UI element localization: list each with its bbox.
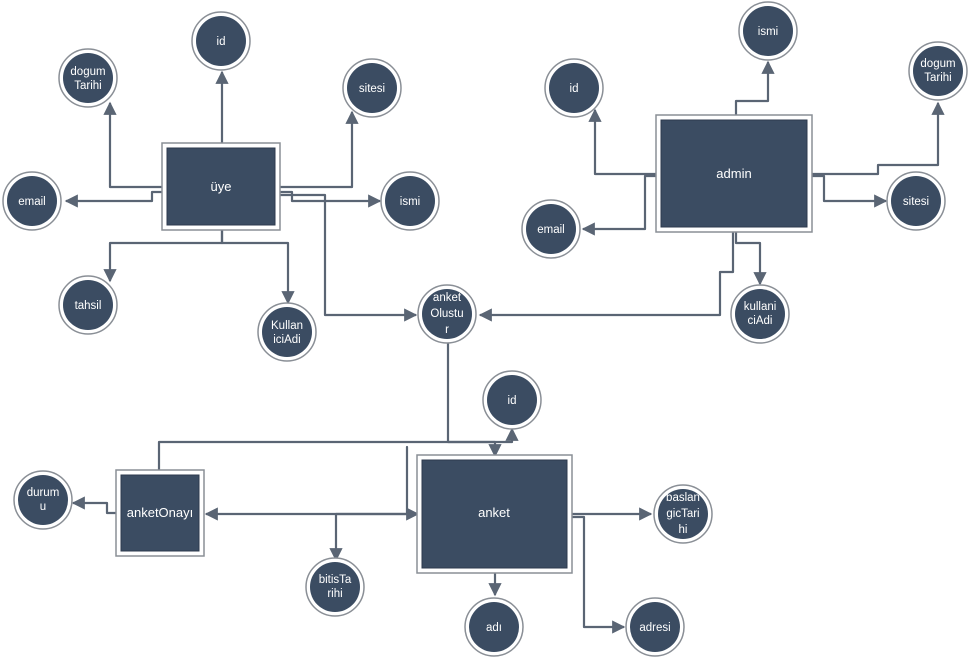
attr-uye-tahsil[interactable]: tahsil xyxy=(58,275,118,335)
attr-admin-ismi[interactable]: ismi xyxy=(738,1,798,61)
connector-admin-kullaniciadi xyxy=(734,230,767,286)
attr-uye-id-label: id xyxy=(217,36,226,48)
attr-uye-id[interactable]: id xyxy=(191,11,251,71)
entity-uye-label: üye xyxy=(211,179,232,194)
relation-anket-olustur[interactable]: anket Olustu r xyxy=(417,284,477,344)
entity-uye[interactable]: üye xyxy=(161,142,281,231)
connector-admin-anket-olustur xyxy=(478,230,735,322)
attr-admin-sitesi[interactable]: sitesi xyxy=(886,171,946,231)
attr-admin-sitesi-label: sitesi xyxy=(903,196,929,208)
relation-anket-olustur-line3: r xyxy=(445,324,449,336)
connector-uye-kullaniciadi xyxy=(220,230,295,305)
attr-baslangic-tarihi-line1: baslan xyxy=(666,492,700,504)
attr-admin-dogum-tarihi-line2: Tarihi xyxy=(924,72,951,84)
connector-anket-onayi-anket-id xyxy=(157,427,519,471)
attr-adi[interactable]: adı xyxy=(464,597,524,657)
attr-bitis-tarihi-line1: bitisTa xyxy=(319,574,352,586)
attr-uye-sitesi[interactable]: sitesi xyxy=(342,58,402,118)
relation-anket-olustur-line2: Olustu xyxy=(430,308,463,320)
attr-durumu-line2: u xyxy=(40,501,46,513)
connector-anket-adresi xyxy=(572,515,626,634)
attr-adi-label: adı xyxy=(486,622,502,634)
attr-uye-kullanici-adi[interactable]: Kullan iciAdi xyxy=(257,302,317,362)
attr-uye-ismi[interactable]: ismi xyxy=(380,171,440,231)
connector-admin-id xyxy=(588,108,658,176)
connector-uye-sitesi xyxy=(280,110,359,189)
attr-baslangic-tarihi-line3: hi xyxy=(679,524,688,536)
attr-uye-kullanici-adi-line1: Kullan xyxy=(271,320,303,332)
attr-admin-dogum-tarihi-line1: dogum xyxy=(920,58,955,70)
attr-uye-sitesi-label: sitesi xyxy=(359,83,385,95)
attr-admin-kullanici-adi-line1: kullani xyxy=(744,301,777,313)
connector-uye-anket-olustur xyxy=(280,193,418,322)
attr-baslangic-tarihi[interactable]: baslan gicTari hi xyxy=(653,484,713,544)
connector-uye-tahsil xyxy=(103,230,224,283)
attr-uye-dogum-tarihi[interactable]: dogum Tarihi xyxy=(58,48,118,108)
connector-admin-sitesi xyxy=(812,174,888,208)
attr-uye-ismi-label: ismi xyxy=(400,196,420,208)
connector-admin-dogum-tarihi xyxy=(812,101,945,176)
attr-bitis-tarihi[interactable]: bitisTa rihi xyxy=(305,557,365,617)
entity-anket-label: anket xyxy=(478,505,510,520)
attr-admin-dogum-tarihi[interactable]: dogum Tarihi xyxy=(908,41,968,101)
attr-durumu[interactable]: durum u xyxy=(13,470,73,530)
attr-admin-kullanici-adi[interactable]: kullani ciAdi xyxy=(730,284,790,344)
connectors xyxy=(64,60,945,634)
connector-admin-email xyxy=(581,174,658,236)
attr-admin-email-label: email xyxy=(537,224,564,236)
attr-admin-id[interactable]: id xyxy=(544,58,604,118)
attr-bitis-tarihi-line2: rihi xyxy=(327,588,342,600)
relation-anket-olustur-line1: anket xyxy=(433,292,462,304)
attr-admin-kullanici-adi-line2: ciAdi xyxy=(748,315,773,327)
attr-baslangic-tarihi-line2: gicTari xyxy=(666,508,699,520)
attr-admin-ismi-label: ismi xyxy=(758,26,778,38)
attr-adresi-label: adresi xyxy=(639,622,670,634)
attr-admin-id-label: id xyxy=(570,83,579,95)
attr-uye-kullanici-adi-line2: iciAdi xyxy=(273,334,300,346)
entity-anket[interactable]: anket xyxy=(416,454,573,574)
attr-uye-email[interactable]: email xyxy=(2,171,62,231)
entity-anket-onayi[interactable]: anketOnayı xyxy=(115,469,205,557)
connector-uye-dogum-tarihi xyxy=(103,101,165,189)
attr-anket-id[interactable]: id xyxy=(482,370,542,430)
connector-uye-email xyxy=(64,190,165,208)
attr-uye-tahsil-label: tahsil xyxy=(75,300,102,312)
connector-anket-bitis-tarihi xyxy=(329,445,420,562)
connector-anket-onayi-durumu xyxy=(71,496,120,515)
attr-durumu-line1: durum xyxy=(27,487,60,499)
attr-admin-email[interactable]: email xyxy=(521,199,581,259)
attr-anket-id-label: id xyxy=(508,395,517,407)
attr-uye-dogum-tarihi-line2: Tarihi xyxy=(74,80,101,92)
connector-admin-ismi xyxy=(734,60,775,117)
attr-uye-email-label: email xyxy=(18,196,45,208)
connector-uye-ismi xyxy=(280,190,382,208)
entity-anket-onayi-label: anketOnayı xyxy=(127,505,194,520)
attr-adresi[interactable]: adresi xyxy=(625,597,685,657)
attr-uye-dogum-tarihi-line1: dogum xyxy=(70,66,105,78)
entity-admin[interactable]: admin xyxy=(655,114,813,233)
entity-admin-label: admin xyxy=(716,166,751,181)
